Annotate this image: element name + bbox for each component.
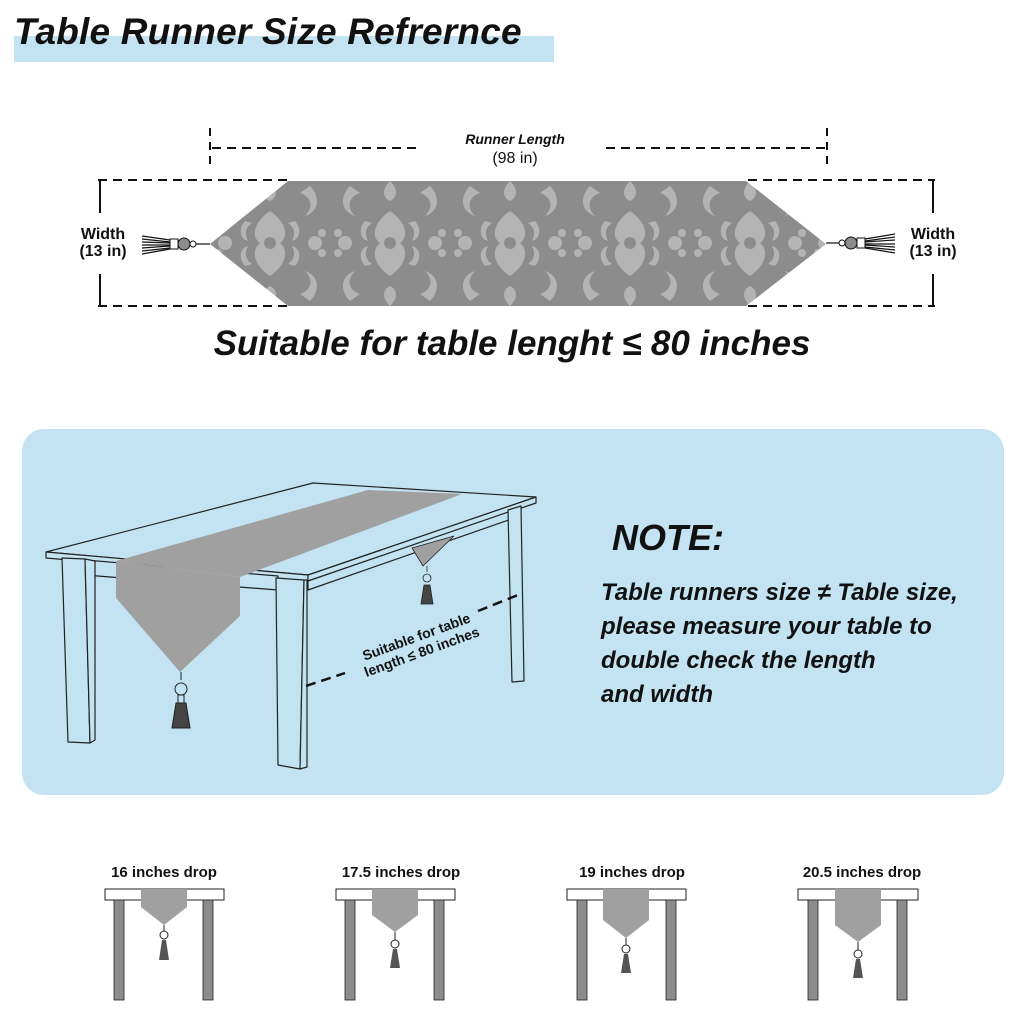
runner-length-value: (98 in) <box>492 150 538 167</box>
drop-label-20-5: 20.5 inches drop <box>802 864 922 881</box>
note-title: NOTE: <box>612 517 724 558</box>
note-body: Table runners size ≠ Table size, please … <box>601 576 1011 712</box>
drop-label-16: 16 inches drop <box>111 864 217 881</box>
page-title: Table Runner Size Refrernce <box>14 11 522 52</box>
note-line: please measure your table to <box>601 613 932 640</box>
drop-label-19: 19 inches drop <box>579 864 685 881</box>
drop-19-illustration <box>566 888 687 1001</box>
note-line: and width <box>601 681 713 708</box>
right-tassel-icon <box>826 233 896 254</box>
left-width-text: Width <box>80 226 126 243</box>
drop-label-17-5: 17.5 inches drop <box>341 864 461 881</box>
table-runner-illustration <box>141 181 896 306</box>
left-width-value: (13 in) <box>79 243 127 260</box>
right-width-text: Width <box>910 226 956 243</box>
page-title-block: Table Runner Size Refrernce <box>14 10 554 62</box>
runner-length-label: Runner Length <box>465 131 565 147</box>
suitability-headline: Suitable for table lenght ≤ 80 inches <box>213 324 811 363</box>
title-highlight-bar <box>14 36 554 62</box>
note-line: Table runners size ≠ Table size, <box>601 579 958 606</box>
left-tassel-icon <box>141 235 210 255</box>
right-width-label: Width (13 in) <box>902 226 964 260</box>
runner-length-dimension <box>98 128 935 307</box>
right-width-value: (13 in) <box>909 243 957 260</box>
drop-17-5-illustration <box>335 888 456 1001</box>
left-width-label: Width (13 in) <box>72 226 134 260</box>
note-line: double check the length <box>601 647 876 674</box>
runner-on-table <box>116 561 240 672</box>
drop-20-5-illustration <box>797 888 919 1001</box>
drop-16-illustration <box>104 888 225 1001</box>
